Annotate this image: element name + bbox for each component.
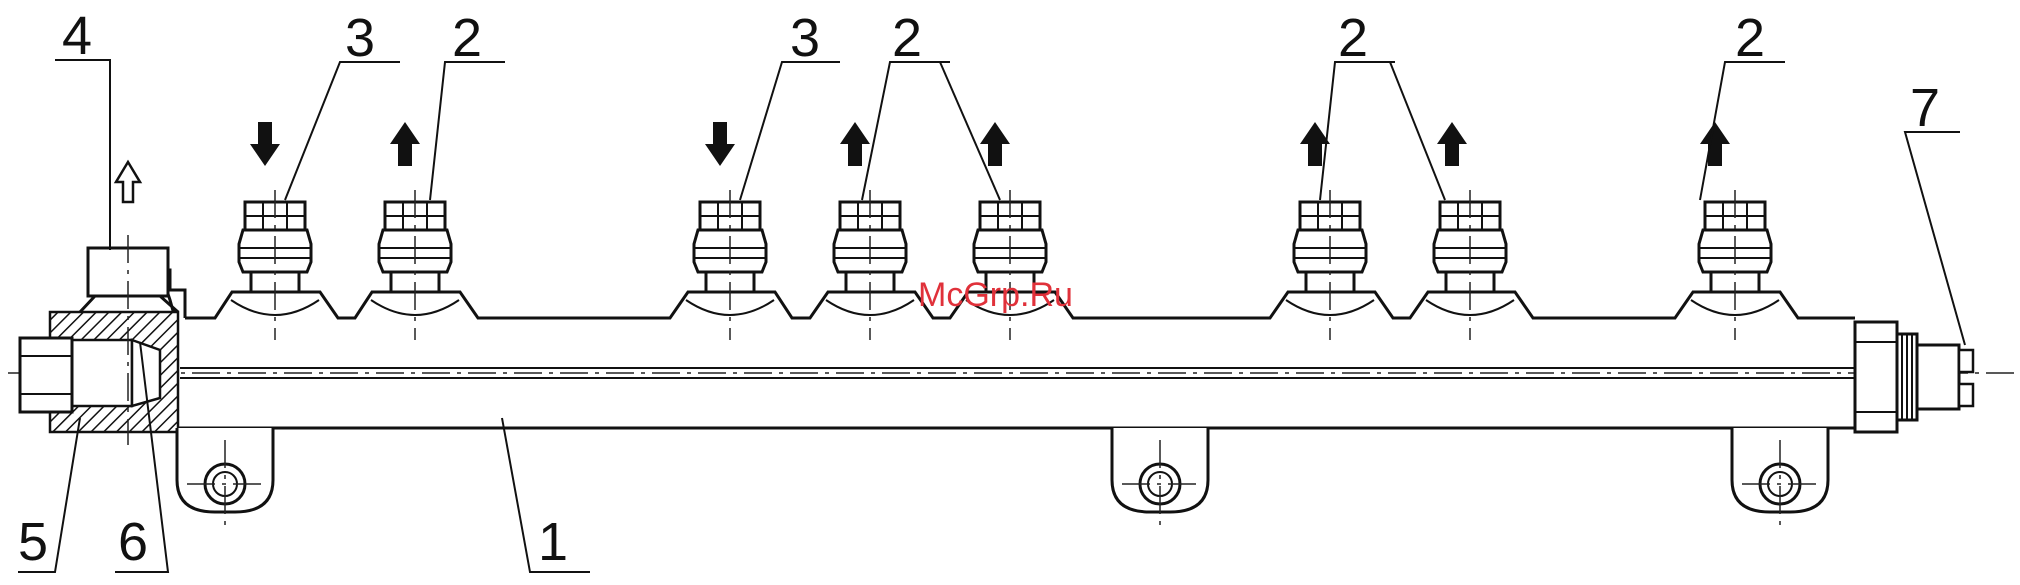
fitting-1 bbox=[231, 190, 319, 340]
mounting-bracket-1 bbox=[177, 428, 273, 530]
mounting-bracket-2 bbox=[1112, 428, 1208, 530]
fitting-6 bbox=[1286, 190, 1374, 340]
flow-arrow-down-icon bbox=[705, 122, 735, 166]
flow-arrows bbox=[250, 122, 1730, 166]
watermark: McGrp.Ru bbox=[918, 276, 1073, 314]
right-end-sensor bbox=[1855, 322, 1973, 432]
callout-2b: 2 bbox=[892, 8, 922, 68]
sensor-connector bbox=[1917, 345, 1959, 409]
brackets-group bbox=[177, 428, 1828, 530]
callout-1: 1 bbox=[538, 512, 568, 572]
flow-arrow-down-icon bbox=[250, 122, 280, 166]
callout-6: 6 bbox=[118, 512, 148, 572]
fitting-5 bbox=[966, 190, 1054, 340]
flow-arrow-up-icon bbox=[980, 122, 1010, 166]
fitting-2 bbox=[371, 190, 459, 340]
fitting-3 bbox=[686, 190, 774, 340]
valve-bore bbox=[72, 340, 132, 406]
flow-arrow-up-icon bbox=[1700, 122, 1730, 166]
flow-arrow-up-icon bbox=[1437, 122, 1467, 166]
callout-3a: 3 bbox=[345, 8, 375, 68]
callout-2c: 2 bbox=[1338, 8, 1368, 68]
fitting-7 bbox=[1426, 190, 1514, 340]
right-end-block bbox=[1855, 322, 1897, 432]
flow-arrow-up-icon bbox=[390, 122, 420, 166]
callout-7: 7 bbox=[1910, 78, 1940, 138]
callout-2a: 2 bbox=[452, 8, 482, 68]
flow-arrow-up-icon bbox=[840, 122, 870, 166]
callout-2d: 2 bbox=[1735, 8, 1765, 68]
mounting-bracket-3 bbox=[1732, 428, 1828, 530]
fitting-4 bbox=[826, 190, 914, 340]
callout-5: 5 bbox=[18, 512, 48, 572]
callout-4: 4 bbox=[62, 6, 92, 66]
callout-3b: 3 bbox=[790, 8, 820, 68]
fitting-8 bbox=[1691, 190, 1779, 340]
left-end-valve bbox=[20, 235, 178, 445]
left-nut bbox=[20, 338, 72, 412]
return-arrow-open bbox=[116, 162, 140, 202]
